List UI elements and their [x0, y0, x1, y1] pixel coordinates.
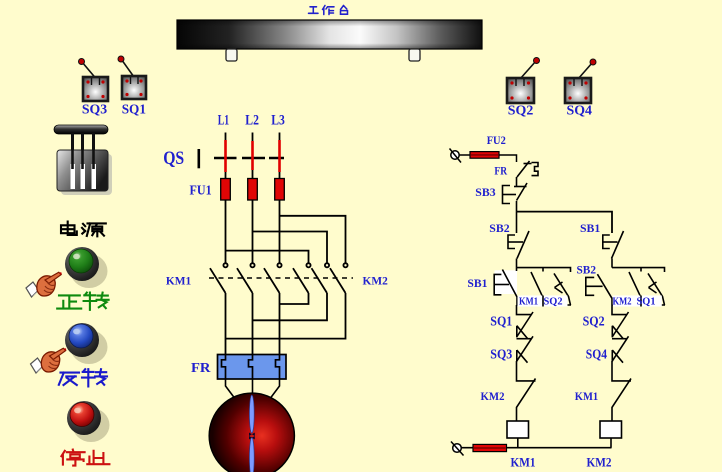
- svg-text:KM1: KM1: [519, 297, 538, 308]
- svg-text:L3: L3: [271, 113, 285, 129]
- svg-text:KM2: KM2: [587, 455, 612, 469]
- svg-text:KM1: KM1: [166, 276, 192, 288]
- svg-text:KM2: KM2: [363, 276, 389, 288]
- svg-text:SB1: SB1: [467, 278, 487, 290]
- svg-text:FR: FR: [191, 361, 211, 376]
- svg-text:KM2: KM2: [481, 389, 505, 403]
- svg-text:FU1: FU1: [190, 184, 212, 199]
- svg-text:SQ2: SQ2: [544, 297, 563, 308]
- svg-text:SQ4: SQ4: [567, 104, 593, 119]
- svg-text:KM1: KM1: [575, 389, 598, 403]
- svg-text:QS: QS: [163, 149, 184, 169]
- svg-text:SQ4: SQ4: [586, 347, 607, 362]
- svg-text:L1: L1: [218, 113, 229, 129]
- svg-text:SB2: SB2: [577, 265, 597, 277]
- svg-text:SB1: SB1: [580, 223, 601, 235]
- svg-text:SQ1: SQ1: [490, 314, 512, 329]
- svg-text:L2: L2: [245, 113, 259, 129]
- svg-text:SQ1: SQ1: [122, 103, 146, 118]
- svg-text:FU2: FU2: [487, 135, 506, 147]
- svg-text:SB2: SB2: [489, 223, 510, 235]
- svg-text:FR: FR: [494, 166, 507, 178]
- svg-text:SQ2: SQ2: [583, 314, 605, 329]
- svg-text:SQ2: SQ2: [508, 104, 534, 119]
- svg-text:SQ3: SQ3: [490, 347, 512, 362]
- svg-text:SB3: SB3: [475, 187, 496, 199]
- svg-text:KM2: KM2: [613, 297, 632, 308]
- svg-text:SQ3: SQ3: [82, 103, 107, 118]
- svg-text:SQ1: SQ1: [637, 297, 656, 308]
- svg-text:KM1: KM1: [511, 455, 536, 469]
